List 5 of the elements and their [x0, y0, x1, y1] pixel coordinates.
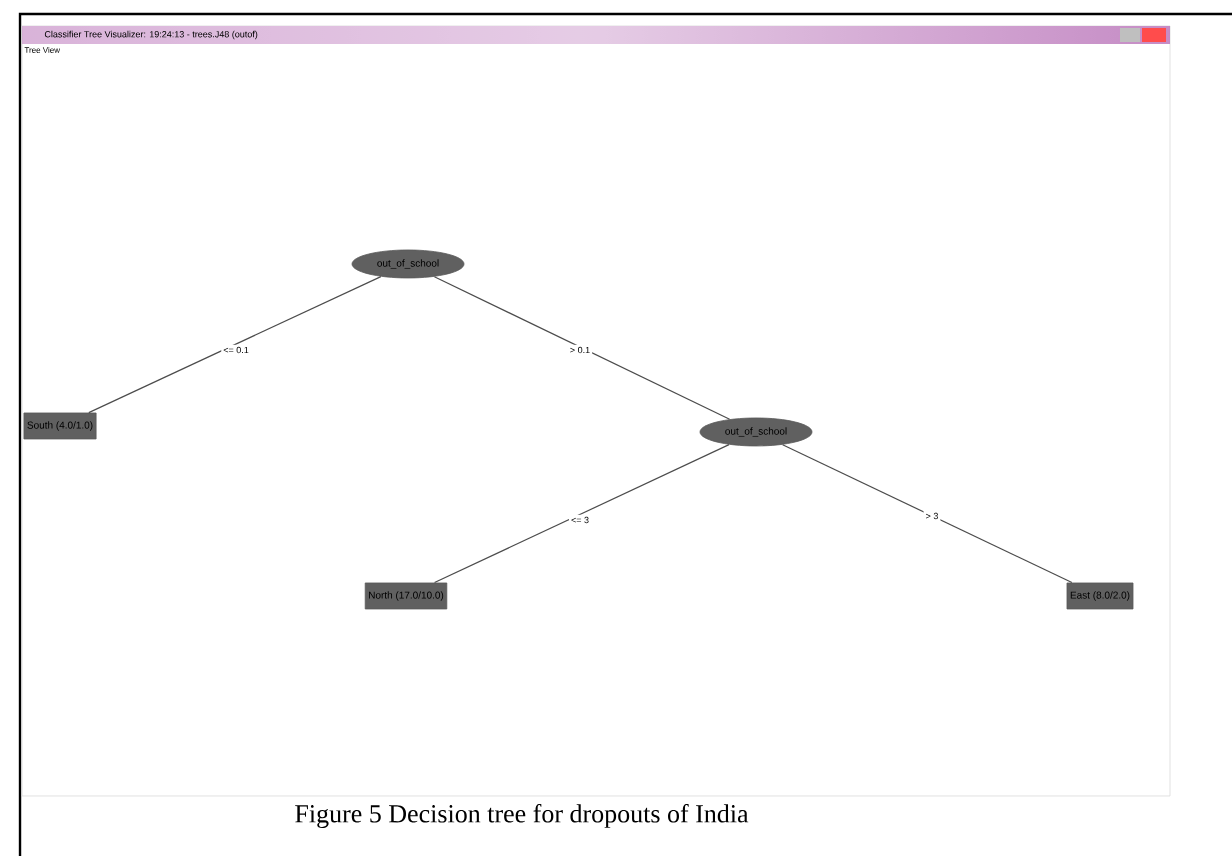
branch-line	[433, 276, 731, 420]
caption: Figure 5 Decision tree for dropouts of India	[295, 804, 749, 828]
branch-line	[434, 444, 730, 584]
branch-line	[782, 444, 1073, 584]
branch-line	[88, 276, 382, 414]
